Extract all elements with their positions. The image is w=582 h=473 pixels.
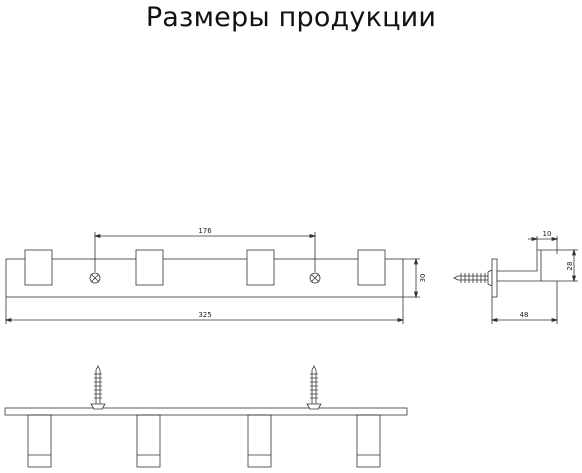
top-hook-3: [247, 414, 272, 468]
top-screw-right: [306, 365, 322, 410]
front-view: [4, 232, 420, 324]
front-hook-2: [135, 249, 164, 286]
top-hook-4: [356, 414, 381, 468]
dim-depth: 48: [520, 311, 529, 319]
front-rail: [5, 258, 404, 298]
side-view: [453, 236, 578, 324]
dim-total-length: 325: [198, 311, 211, 319]
front-hook-3: [246, 249, 275, 286]
side-screw: [453, 269, 493, 287]
side-plate: [491, 258, 498, 298]
top-screw-left: [90, 365, 106, 410]
dim-screw-spacing: 176: [198, 227, 212, 235]
front-hook-4: [357, 249, 386, 286]
screw-head-left: [89, 272, 101, 284]
top-rail: [4, 407, 408, 416]
top-hook-2: [136, 414, 161, 468]
screw-head-right: [309, 272, 321, 284]
side-hook: [496, 249, 542, 282]
top-hook-1: [27, 414, 52, 468]
top-view: [4, 365, 408, 468]
page-title: Размеры продукции: [145, 2, 437, 33]
front-hook-1: [24, 249, 53, 286]
dim-hook-width: 10: [543, 230, 552, 238]
dim-height: 30: [419, 274, 427, 283]
dim-hook-height: 28: [566, 262, 574, 271]
